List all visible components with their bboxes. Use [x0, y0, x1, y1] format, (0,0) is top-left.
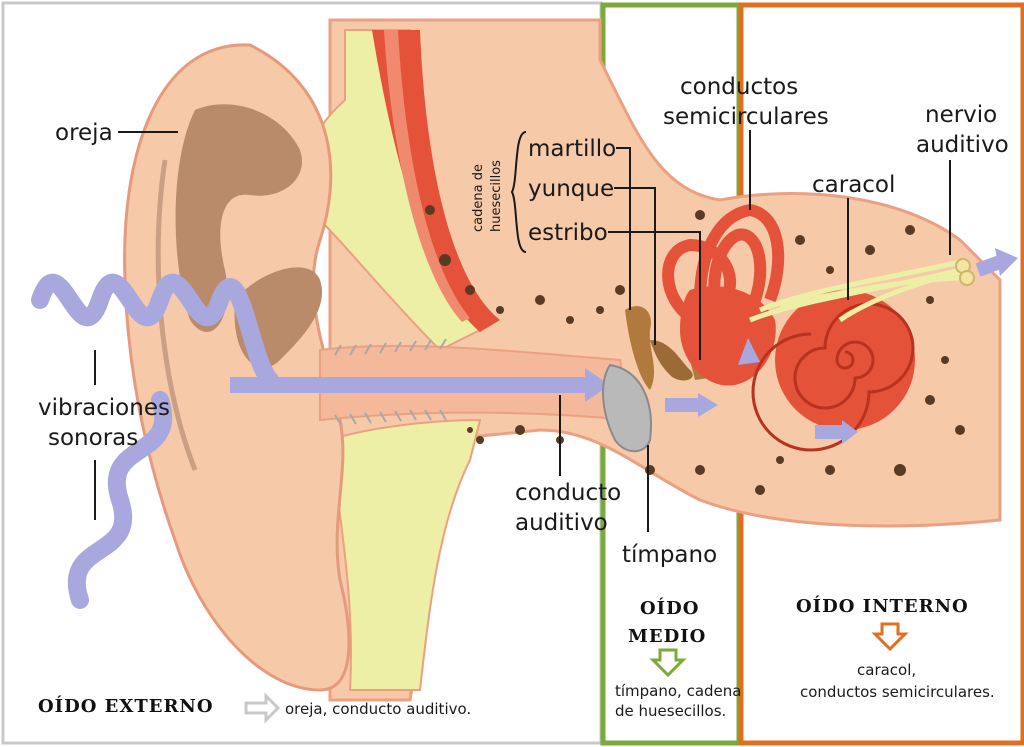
cochlea-spiral [751, 302, 915, 452]
section-medio-title-line1: OÍDO [640, 596, 699, 619]
nerve-arrow [975, 255, 1003, 277]
eardrum [602, 363, 652, 453]
label-nervio-line2: auditivo [916, 132, 1009, 158]
pinna-rim [155, 159, 198, 471]
label-cadena-line1: cadena de [471, 164, 486, 232]
leader-martillo [616, 147, 631, 310]
section-medio-desc-line1: tímpano, cadena [615, 682, 741, 700]
label-vibraciones-line2: sonoras [48, 425, 138, 451]
label-cadena-line2: huesecillos [489, 160, 504, 232]
sound-wave-arrowhead [585, 368, 610, 402]
arrow-down-green-icon [649, 648, 687, 678]
label-nervio-line1: nervio [925, 102, 997, 128]
label-timpano: tímpano [622, 542, 717, 568]
section-externo-desc: oreja, conducto auditivo. [285, 700, 471, 718]
section-medio-title-line2: MEDIO [628, 626, 706, 647]
label-conductos-line1: conductos [680, 74, 798, 100]
nerve-arrowhead [995, 248, 1018, 276]
section-medio-desc-line2: de huesecillos. [615, 702, 726, 720]
sound-wave-upper [31, 273, 279, 389]
bone-speckles [425, 205, 965, 495]
section-interno-desc-line2: conductos semicirculares. [800, 683, 995, 701]
cochlea [775, 290, 915, 430]
arrow-right-icon [244, 692, 281, 724]
ossicle-martillo [625, 306, 655, 390]
label-yunque: yunque [528, 176, 614, 202]
label-martillo: martillo [528, 136, 616, 162]
label-vibraciones-line1: vibraciones [38, 395, 170, 421]
nerve-end [955, 258, 975, 286]
leader-estribo [608, 231, 701, 360]
leader-yunque [614, 187, 656, 345]
label-conducto-line2: auditivo [515, 510, 608, 536]
label-estribo: estribo [528, 220, 608, 246]
section-interno-title: OÍDO INTERNO [796, 594, 969, 617]
auditory-nerve [749, 259, 961, 323]
inner-arrow-head [842, 420, 858, 444]
ossicle-yunque [650, 340, 693, 381]
label-conductos-line2: semicirculares [663, 104, 829, 130]
arrow-down-orange-icon [871, 622, 909, 652]
section-interno-desc-line1: caracol, [857, 661, 916, 679]
label-conducto-line1: conducto [515, 480, 621, 506]
cartilage-lower [328, 418, 482, 691]
middle-arrowhead [698, 393, 718, 417]
section-externo-title: OÍDO EXTERNO [38, 694, 214, 717]
brace-cadena [510, 131, 527, 253]
canal-hairs-top [334, 338, 447, 356]
tissue-band-inner [384, 30, 470, 322]
sound-wave-lower [67, 391, 173, 609]
canal-hairs-bottom [334, 409, 447, 426]
label-caracol: caracol [812, 172, 895, 198]
pinna-fold [175, 104, 302, 332]
inner-arrow-up [738, 338, 760, 365]
label-oreja: oreja [55, 120, 113, 146]
